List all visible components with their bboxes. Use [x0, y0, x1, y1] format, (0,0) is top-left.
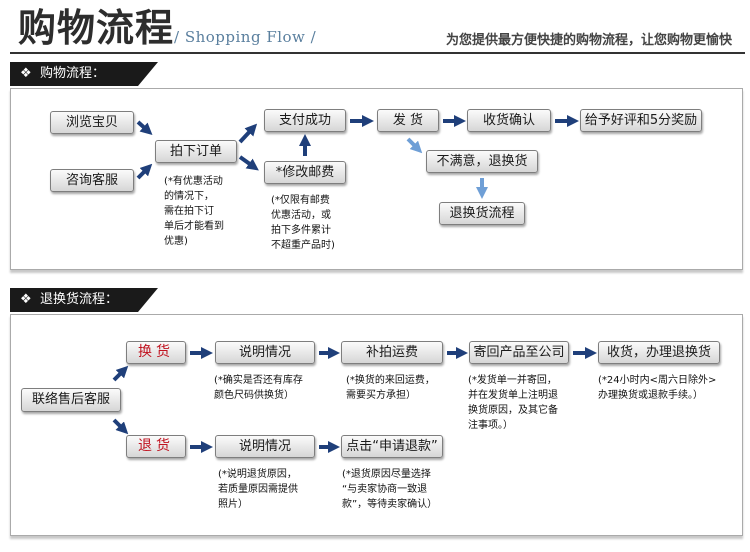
four-diamond-icon: ❖	[20, 66, 32, 81]
header-divider	[10, 52, 745, 54]
arrow-order-to-postage	[238, 155, 259, 171]
consult-step: 咨询客服	[50, 169, 134, 192]
receive-step: 收货，办理退换货	[598, 341, 720, 364]
exchange-step: 换货	[126, 341, 186, 364]
shopping-section-tab: ❖ 购物流程：	[10, 62, 158, 86]
explain-refund-note: (*说明退货原因，若质量原因需提供照片）	[218, 469, 298, 510]
return-flow-step: 退换货流程	[439, 202, 525, 225]
arrow-consult-to-order	[136, 163, 153, 180]
send-back-note: (*发货单一并寄回，并在发货单上注明退换货原因，及其它备注事项。）	[468, 375, 558, 431]
arrow-contact-to-exchange	[112, 365, 129, 382]
page-title: 购物流程	[18, 5, 175, 50]
receive-note: (*24小时内<周六日除外>办理换货或退款手续。）	[598, 375, 717, 401]
explain-exchange-note: (*确实是否还有库存颜色尺码供换货）	[214, 375, 303, 401]
explain-refund-step: 说明情况	[215, 435, 315, 458]
contact-service-step: 联络售后客服	[21, 388, 121, 412]
arrow-ship-to-unsatisfied	[406, 137, 423, 154]
returns-section-tab: ❖ 退换货流程：	[10, 288, 158, 312]
returns-tab-label: 退换货流程：	[40, 292, 119, 307]
browse-step: 浏览宝贝	[50, 111, 134, 134]
unsatisfied-step: 不满意，退换货	[426, 150, 538, 173]
arrow-contact-to-refund	[112, 418, 129, 435]
order-step: 拍下订单	[155, 140, 237, 163]
shopping-tab-label: 购物流程：	[40, 66, 106, 81]
paid-step: 支付成功	[264, 109, 346, 132]
modify-postage-step: *修改邮费	[264, 161, 346, 184]
arrow-browse-to-order	[136, 120, 153, 136]
reship-fee-note: (*换货的来回运费，需要买方承担）	[346, 375, 435, 401]
refund-step: 退货	[126, 435, 186, 458]
reship-fee-step: 补拍运费	[341, 341, 443, 364]
apply-refund-note: (*退货原因尽量选择“与卖家协商一致退款”，等待卖家确认）	[342, 469, 438, 510]
ship-step: 发 货	[377, 109, 439, 132]
arrow-order-to-paid	[238, 123, 258, 144]
page-slogan: 为您提供最方便快捷的购物流程，让您购物更愉快	[445, 33, 732, 48]
postage-note: (*仅限有邮费优惠活动，或拍下多件累计不超重产品时)	[271, 195, 335, 251]
four-diamond-icon: ❖	[20, 292, 32, 307]
apply-refund-step: 点击“申请退款”	[341, 435, 443, 458]
send-back-step: 寄回产品至公司	[469, 341, 569, 364]
order-note: (*有优惠活动的情况下，需在拍下订单后才能看到优惠)	[164, 176, 224, 247]
review-step: 给予好评和5分奖励	[580, 109, 702, 132]
explain-exchange-step: 说明情况	[215, 341, 315, 364]
page-subtitle: / Shopping Flow /	[174, 28, 317, 46]
confirm-step: 收货确认	[467, 109, 551, 132]
